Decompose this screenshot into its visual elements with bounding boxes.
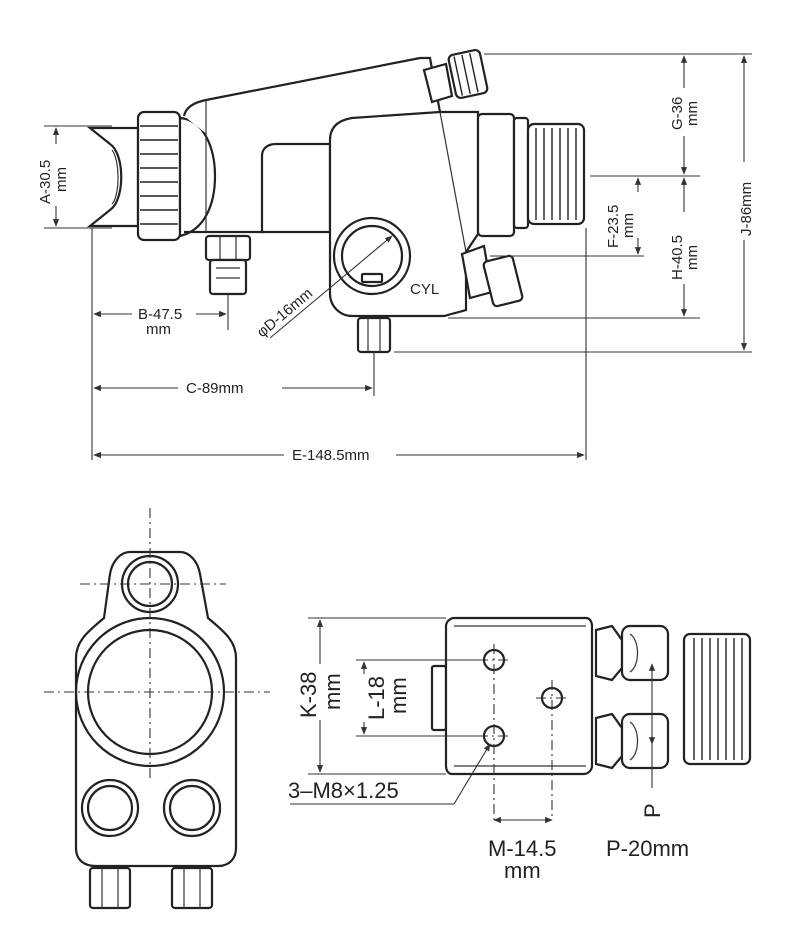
top-fitting-knob [447, 48, 489, 100]
dim-l-unit: mm [386, 677, 411, 714]
dim-b-unit: mm [146, 321, 171, 338]
dim-h-unit: mm [684, 245, 701, 270]
front-right-nut [170, 866, 214, 910]
dim-l-label: L-18 [364, 676, 389, 720]
side-view: φD-16mm CYL A-30.5 mm B-47.5 mm C-89mm E… [37, 48, 755, 464]
cylinder-port-inner [340, 224, 404, 288]
fluid-inlet-fitting [208, 258, 248, 296]
dim-g-unit: mm [684, 101, 701, 126]
dim-j-label: J-86mm [738, 182, 755, 236]
top-fitting-hex [422, 62, 454, 104]
cylinder-end-cap [476, 112, 516, 238]
dim-f-label: F-23.5 [605, 205, 622, 248]
dim-p-marker: P [640, 803, 665, 818]
mount-plate [444, 616, 594, 776]
cylinder-bottom-nut [356, 316, 392, 354]
mount-fitting-top [620, 624, 670, 682]
front-left-nut [88, 866, 132, 910]
fluid-inlet-nut [204, 234, 252, 262]
dim-e-label: E-148.5mm [292, 447, 370, 464]
dim-g-label: G-36 [669, 97, 686, 130]
mount-fitting-top-hex [594, 624, 624, 682]
nozzle-knurled-ring [136, 110, 182, 242]
dim-b-label: B-47.5 [138, 306, 182, 323]
dim-h-label: H-40.5 [669, 235, 686, 280]
mount-fitting-bottom-hex [594, 712, 624, 770]
dim-m-unit: mm [504, 858, 541, 883]
front-view [44, 508, 270, 910]
dim-k-unit: mm [320, 673, 345, 710]
dim-c-label: C-89mm [186, 380, 244, 397]
dim-a-unit: mm [53, 167, 70, 192]
nozzle-cap [86, 126, 140, 228]
right-knurled-knob [526, 122, 586, 226]
cyl-label: CYL [410, 281, 439, 298]
dim-f-unit: mm [620, 213, 637, 238]
dim-d-label: φD-16mm [254, 285, 316, 341]
front-right-port-outer [162, 778, 222, 838]
dim-a-label: A-30.5 [37, 160, 54, 204]
front-left-port-outer [80, 778, 140, 838]
thread-callout: 3–M8×1.25 [288, 778, 399, 803]
dim-k-label: K-38 [296, 672, 321, 718]
dim-m-label: M-14.5 [488, 836, 556, 861]
mount-view: P P-20mm K-38 mm L-18 mm 3–M8×1.25 M-14.… [288, 616, 752, 883]
mount-fitting-bottom [620, 712, 670, 770]
dim-p-label: P-20mm [606, 836, 689, 861]
cyl-air-fitting [482, 254, 524, 308]
